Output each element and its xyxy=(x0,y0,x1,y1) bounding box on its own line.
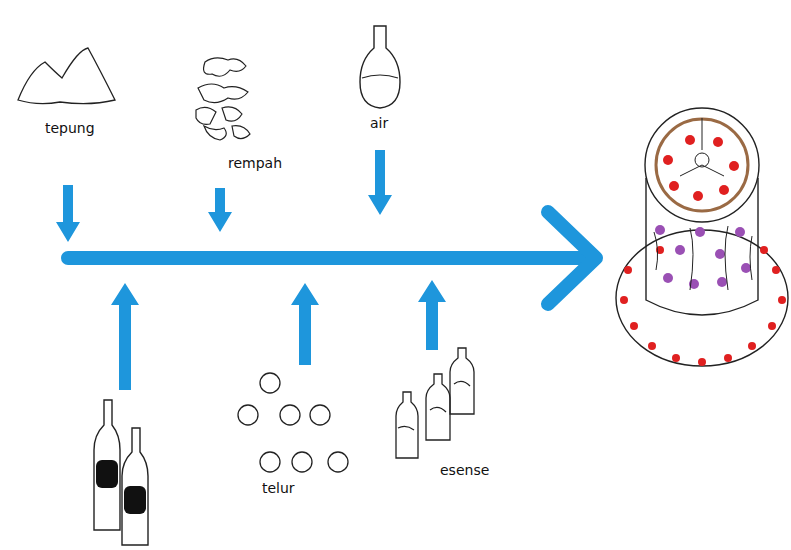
ingredient-label: air xyxy=(370,115,388,131)
ingredient-label: tepung xyxy=(45,120,95,136)
up-arrow xyxy=(111,283,139,390)
bottle-label xyxy=(124,486,146,514)
main-arrow xyxy=(68,251,588,265)
spice-drawing xyxy=(196,58,250,140)
eggs xyxy=(238,373,348,472)
down-arrow xyxy=(208,188,232,232)
essence-bottles xyxy=(396,348,474,458)
water-level xyxy=(362,75,398,78)
flour-drawing xyxy=(18,48,115,104)
down-arrow xyxy=(56,185,80,242)
bottle-label xyxy=(96,460,118,488)
ingredient-label: telur xyxy=(262,480,295,496)
oil-bottles xyxy=(94,400,148,545)
cake-drawing xyxy=(616,108,788,366)
main-arrow-head xyxy=(548,212,596,304)
ingredient-label: esense xyxy=(440,462,489,478)
down-arrow xyxy=(368,150,392,215)
ingredient-label: rempah xyxy=(228,155,282,171)
up-arrow xyxy=(418,280,446,350)
water-bottle xyxy=(360,26,400,108)
up-arrow xyxy=(291,283,319,365)
